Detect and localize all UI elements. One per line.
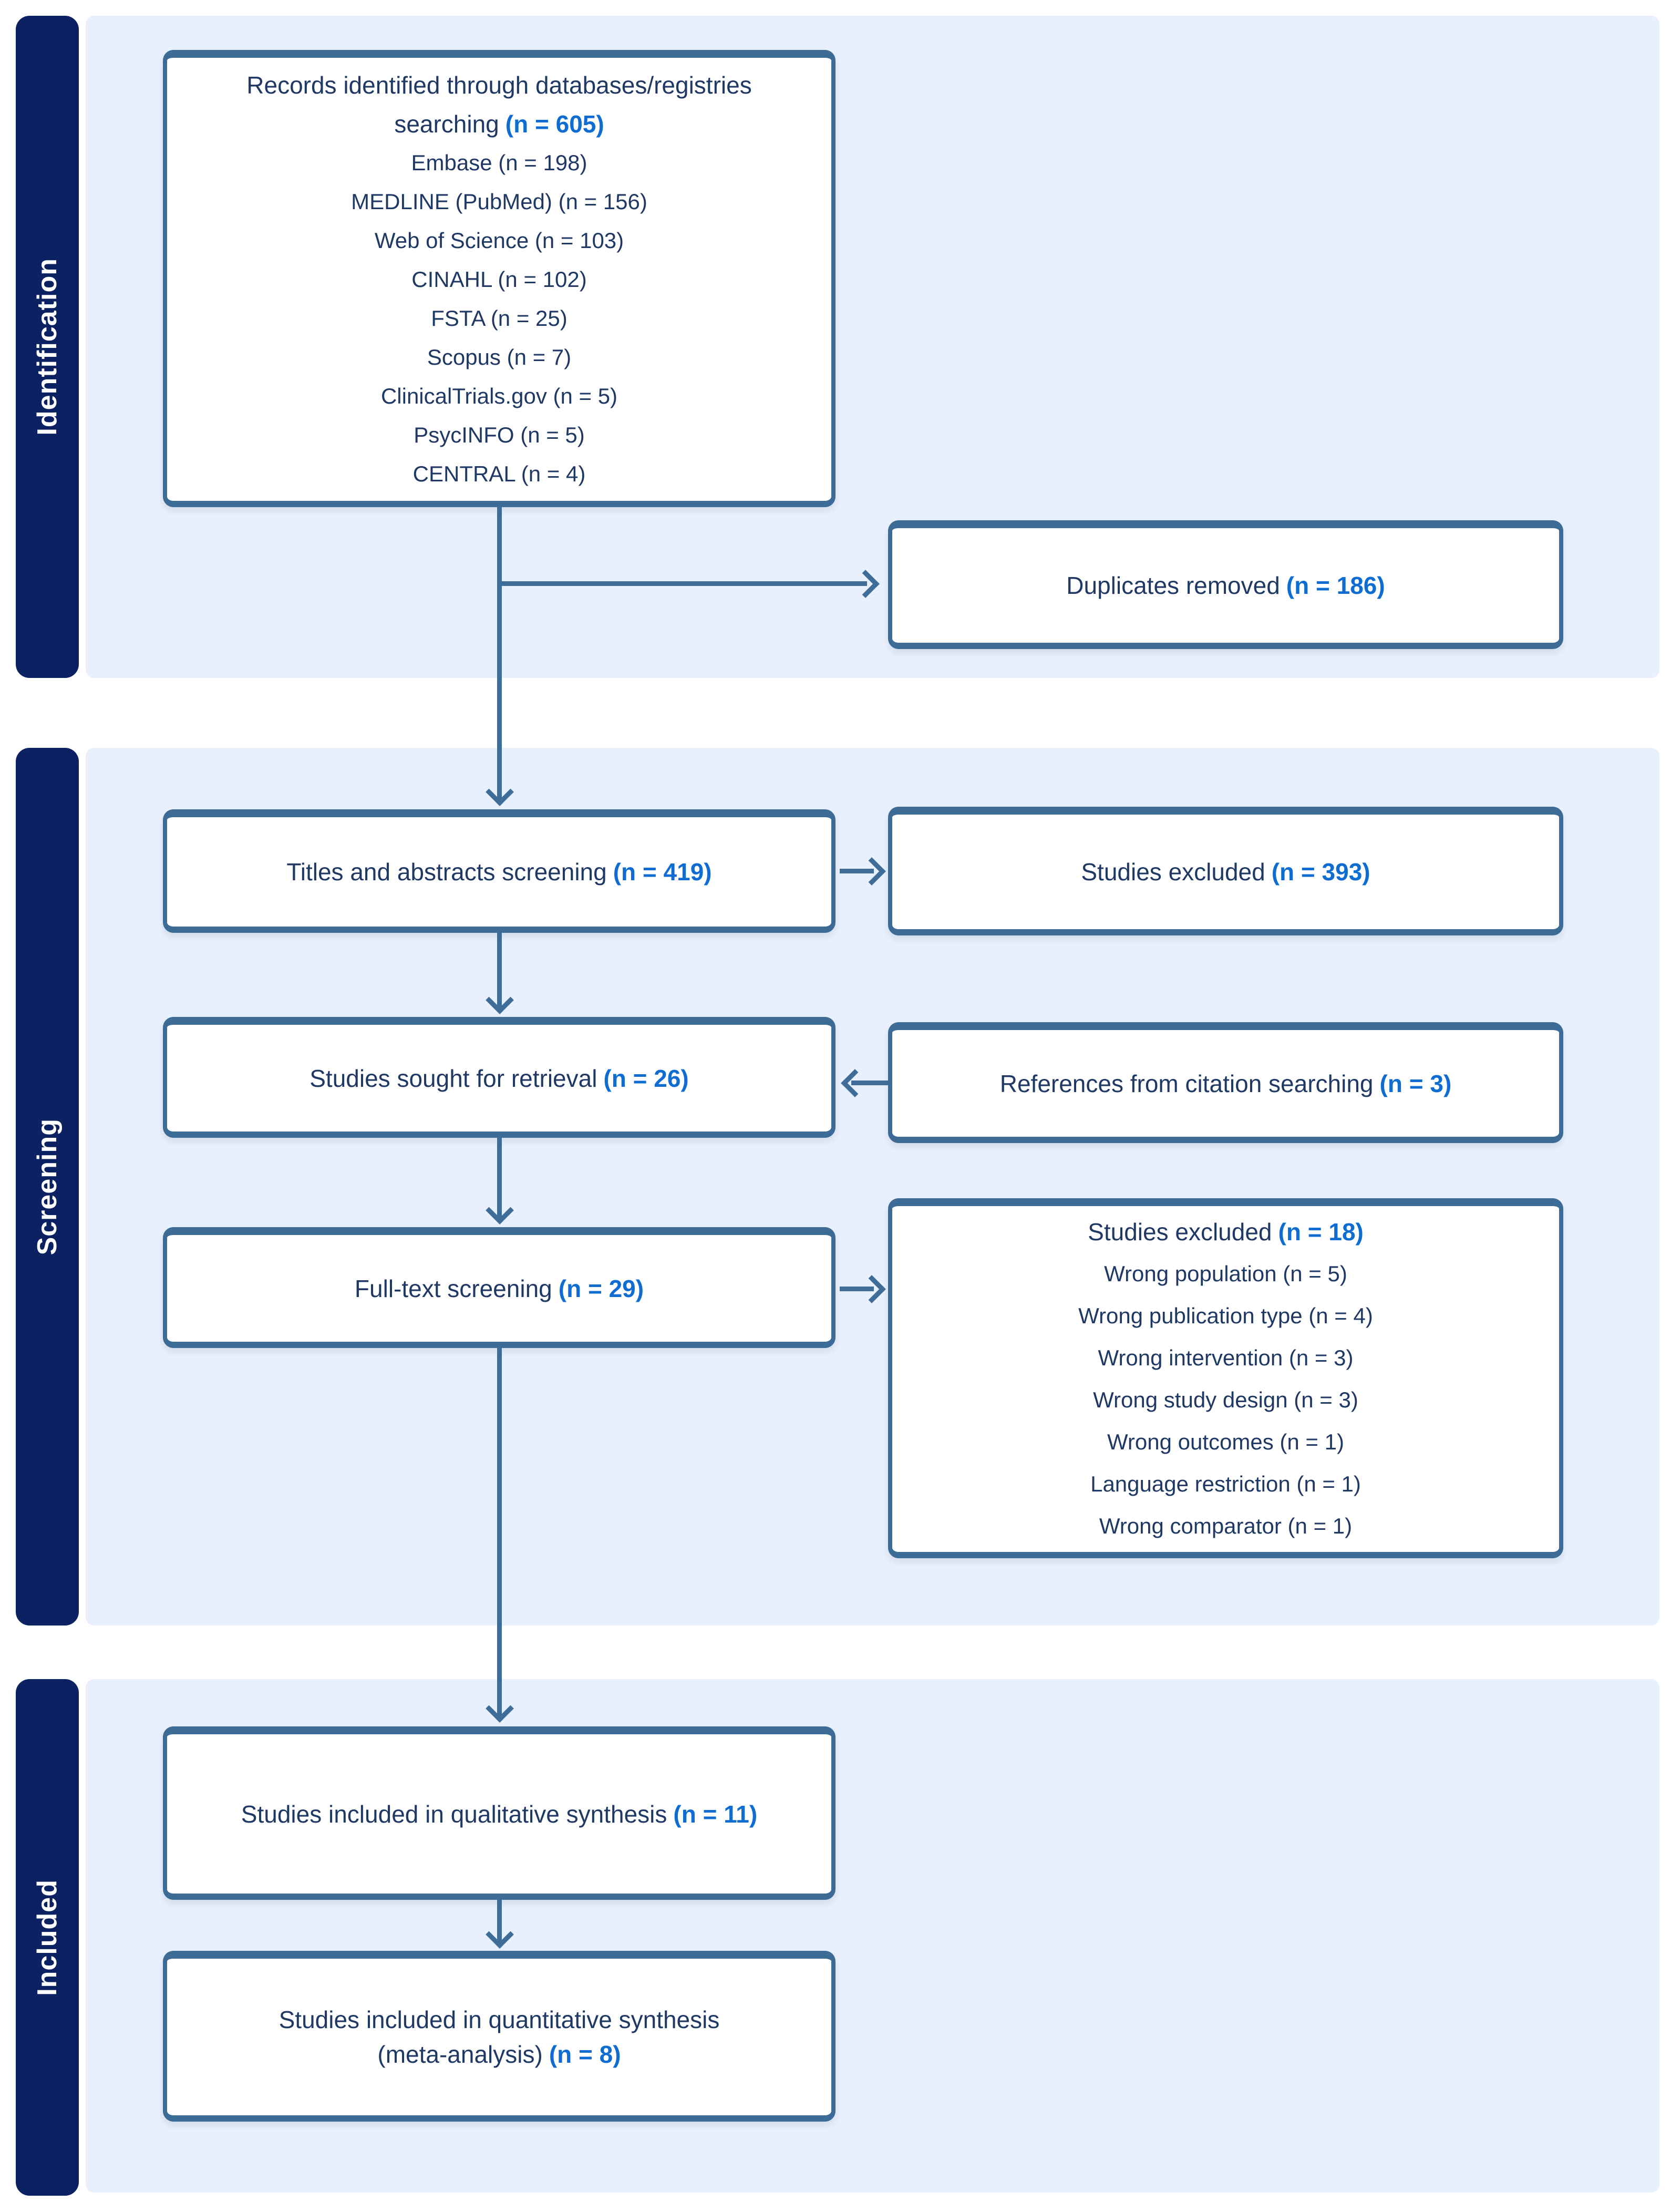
records-source-fsta: FSTA (n = 25) xyxy=(431,305,568,331)
arrow-citation-to-retrieval-line xyxy=(851,1081,888,1085)
fulltext-screening-box: Full-text screening(n = 29) xyxy=(163,1227,836,1348)
records-source-clinicaltrials: ClinicalTrials.gov (n = 5) xyxy=(380,383,618,408)
titles-abstracts-screening-text: Titles and abstracts screening(n = 419) xyxy=(286,858,712,886)
identification-sidebar-label: Identification xyxy=(32,258,63,436)
quantitative-synthesis-line2: (meta-analysis)(n = 8) xyxy=(377,2041,621,2068)
titles-abstracts-screening-count: (n = 419) xyxy=(613,858,712,886)
studies-excluded-screening-count: (n = 393) xyxy=(1271,858,1370,886)
records-source-scopus: Scopus (n = 7) xyxy=(427,344,572,369)
exclusion-reason-intervention: Wrong intervention (n = 3) xyxy=(1098,1345,1354,1370)
records-source-cinahl: CINAHL (n = 102) xyxy=(411,266,587,292)
studies-excluded-fulltext-count: (n = 18) xyxy=(1278,1218,1364,1246)
studies-sought-retrieval-box: Studies sought for retrieval(n = 26) xyxy=(163,1017,836,1138)
arrow-fulltext-to-excluded-line xyxy=(840,1287,874,1291)
exclusion-reason-publication: Wrong publication type (n = 4) xyxy=(1078,1303,1373,1328)
fulltext-screening-text: Full-text screening(n = 29) xyxy=(354,1274,644,1302)
citation-searching-text: References from citation searching(n = 3… xyxy=(999,1069,1452,1097)
arrow-to-duplicates-line xyxy=(499,581,867,586)
records-source-embase: Embase (n = 198) xyxy=(411,150,587,175)
identification-sidebar: Identification xyxy=(16,16,79,678)
screening-sidebar: Screening xyxy=(16,748,79,1625)
screening-sidebar-label: Screening xyxy=(32,1118,63,1256)
arrow-titles-to-retrieval-line xyxy=(497,933,502,1009)
fulltext-screening-count: (n = 29) xyxy=(558,1274,644,1302)
qualitative-synthesis-box: Studies included in qualitative synthesi… xyxy=(163,1726,836,1900)
included-sidebar-label: Included xyxy=(32,1879,63,1996)
records-source-medline: MEDLINE (PubMed) (n = 156) xyxy=(351,189,647,214)
studies-excluded-screening-box: Studies excluded(n = 393) xyxy=(888,807,1563,935)
records-identified-box: Records identified through databases/reg… xyxy=(163,50,836,507)
arrow-records-to-titles-line xyxy=(497,507,502,801)
included-sidebar: Included xyxy=(16,1679,79,2196)
citation-searching-count: (n = 3) xyxy=(1379,1069,1452,1097)
records-source-central: CENTRAL (n = 4) xyxy=(412,461,586,486)
records-identified-count: (n = 605) xyxy=(505,110,604,138)
exclusion-reason-outcomes: Wrong outcomes (n = 1) xyxy=(1107,1429,1344,1454)
records-source-psycinfo: PsycINFO (n = 5) xyxy=(414,422,585,447)
studies-sought-retrieval-count: (n = 26) xyxy=(603,1064,689,1092)
quantitative-synthesis-box: Studies included in quantitative synthes… xyxy=(163,1951,836,2122)
quantitative-synthesis-line1: Studies included in quantitative synthes… xyxy=(278,2006,720,2033)
studies-excluded-fulltext-title: Studies excluded(n = 18) xyxy=(1088,1218,1364,1246)
qualitative-synthesis-text: Studies included in qualitative synthesi… xyxy=(241,1800,758,1828)
duplicates-removed-count: (n = 186) xyxy=(1286,572,1385,599)
studies-sought-retrieval-text: Studies sought for retrieval(n = 26) xyxy=(310,1064,689,1092)
records-source-wos: Web of Science (n = 103) xyxy=(374,228,624,253)
quantitative-synthesis-count: (n = 8) xyxy=(549,2041,621,2068)
exclusion-reason-comparator: Wrong comparator (n = 1) xyxy=(1099,1514,1353,1538)
arrow-fulltext-to-qualitative-line xyxy=(497,1348,502,1719)
qualitative-synthesis-count: (n = 11) xyxy=(673,1800,758,1828)
citation-searching-box: References from citation searching(n = 3… xyxy=(888,1022,1563,1143)
duplicates-removed-box: Duplicates removed(n = 186) xyxy=(888,520,1563,649)
duplicates-removed-text: Duplicates removed(n = 186) xyxy=(1066,572,1385,599)
exclusion-reason-design: Wrong study design (n = 3) xyxy=(1093,1387,1358,1412)
studies-excluded-screening-text: Studies excluded(n = 393) xyxy=(1081,858,1370,886)
arrow-titles-to-excluded-line xyxy=(840,869,874,873)
titles-abstracts-screening-box: Titles and abstracts screening(n = 419) xyxy=(163,809,836,933)
exclusion-reason-population: Wrong population (n = 5) xyxy=(1104,1261,1347,1286)
studies-excluded-fulltext-box: Studies excluded(n = 18) Wrong populatio… xyxy=(888,1198,1563,1558)
arrow-retrieval-to-fulltext-line xyxy=(497,1138,502,1219)
records-identified-title: Records identified through databases/reg… xyxy=(246,71,752,138)
exclusion-reason-language: Language restriction (n = 1) xyxy=(1090,1472,1361,1496)
arrow-qualitative-to-quantitative-line xyxy=(497,1900,502,1944)
